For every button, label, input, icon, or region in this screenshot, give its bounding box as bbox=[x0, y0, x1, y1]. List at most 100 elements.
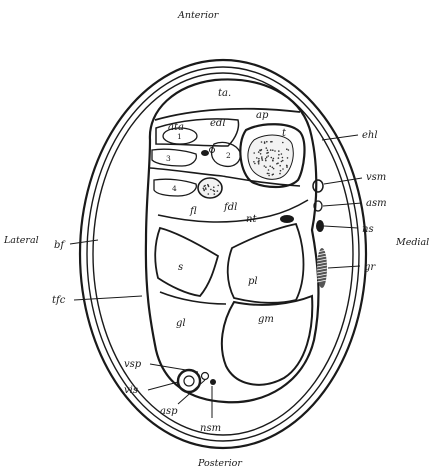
stipple-dot bbox=[259, 149, 261, 151]
stipple-dot bbox=[266, 141, 268, 143]
label-s: s bbox=[178, 262, 183, 273]
anterior-compartment-line bbox=[155, 109, 300, 120]
fibula bbox=[198, 178, 222, 198]
label-ns: ns bbox=[362, 224, 374, 235]
stipple-dot bbox=[278, 157, 280, 159]
leader-asm bbox=[323, 203, 362, 206]
label-nsm: nsm bbox=[200, 423, 221, 434]
label-pl: pl bbox=[248, 276, 258, 287]
leader-ehl bbox=[322, 135, 358, 140]
stipple-dot bbox=[270, 149, 272, 151]
stipple-dot bbox=[253, 161, 255, 163]
label-ta: ta. bbox=[218, 88, 231, 99]
stipple-dot bbox=[265, 160, 267, 162]
label-lateral: Lateral bbox=[3, 235, 39, 246]
label-muscle-3: 3 bbox=[166, 154, 171, 163]
stipple-dot bbox=[210, 189, 212, 191]
label-fl: fl bbox=[189, 206, 197, 217]
stipple-dot bbox=[270, 141, 272, 143]
stipple-dot bbox=[281, 161, 283, 163]
stipple-dot bbox=[280, 170, 282, 172]
stipple-dot bbox=[272, 167, 274, 169]
stipple-dot bbox=[273, 158, 275, 160]
stipple-dot bbox=[266, 156, 268, 158]
great-saphenous-vein bbox=[313, 180, 323, 192]
stipple-dot bbox=[264, 165, 266, 167]
stipple-dot bbox=[258, 163, 260, 165]
plantaris-outline bbox=[228, 224, 304, 303]
leader-ns bbox=[324, 226, 358, 228]
small-saphenous-nerve bbox=[210, 379, 216, 385]
label-gl: gl bbox=[176, 318, 186, 329]
label-asm: asm bbox=[366, 198, 387, 209]
stipple-dot bbox=[271, 157, 273, 159]
stipple-dot bbox=[282, 157, 284, 159]
label-bf: bf bbox=[54, 240, 66, 251]
stipple-dot bbox=[205, 188, 207, 190]
stipple-dot bbox=[273, 168, 275, 170]
label-tfc: tfc bbox=[52, 295, 66, 306]
small-saphenous-vein bbox=[178, 370, 200, 392]
stipple-dot bbox=[253, 152, 255, 154]
label-ehl: ehl bbox=[362, 130, 378, 141]
posterior-tibial-vessel bbox=[280, 215, 294, 223]
stipple-dot bbox=[272, 173, 274, 175]
stipple-dot bbox=[278, 154, 280, 156]
label-ap: ap bbox=[256, 110, 269, 121]
stipple-dot bbox=[207, 184, 209, 186]
stipple-dot bbox=[278, 150, 280, 152]
label-nt: nt bbox=[246, 214, 257, 225]
stipple-dot bbox=[282, 142, 284, 144]
label-gr: gr bbox=[364, 262, 376, 273]
stipple-dot bbox=[203, 188, 205, 190]
stipple-dot bbox=[267, 150, 269, 152]
small-saphenous-artery bbox=[202, 373, 209, 380]
stipple-dot bbox=[272, 149, 274, 151]
label-gm: gm bbox=[258, 314, 274, 325]
stipple-dot bbox=[261, 141, 263, 143]
stipple-dot bbox=[272, 159, 274, 161]
stipple-dot bbox=[261, 156, 263, 158]
stipple-dot bbox=[268, 173, 270, 175]
stipple-dot bbox=[258, 158, 260, 160]
stipple-dot bbox=[286, 166, 288, 168]
label-vsp: vsp bbox=[124, 359, 142, 370]
label-t: t bbox=[282, 128, 287, 139]
stipple-dot bbox=[281, 153, 283, 155]
label-edl: edl bbox=[210, 118, 226, 129]
stipple-dot bbox=[260, 153, 262, 155]
stipple-dot bbox=[214, 193, 216, 195]
label-asp: asp bbox=[160, 406, 178, 417]
stipple-dot bbox=[254, 163, 256, 165]
stipple-dot bbox=[266, 147, 268, 149]
stipple-dot bbox=[262, 159, 264, 161]
label-muscle-1: 1 bbox=[177, 132, 182, 141]
stipple-dot bbox=[266, 152, 268, 154]
label-muscle-2: 2 bbox=[226, 151, 231, 160]
stipple-dot bbox=[208, 193, 210, 195]
stipple-dot bbox=[203, 185, 205, 187]
stipple-dot bbox=[217, 185, 219, 187]
label-muscle-4: 4 bbox=[172, 184, 177, 193]
stipple-dot bbox=[213, 186, 215, 188]
stipple-dot bbox=[261, 158, 263, 160]
label-anterior: Anterior bbox=[177, 10, 220, 21]
stipple-dot bbox=[269, 165, 271, 167]
stipple-dot bbox=[258, 151, 260, 153]
stipple-dot bbox=[288, 149, 290, 151]
stipple-dot bbox=[279, 165, 281, 167]
stipple-dot bbox=[258, 160, 260, 162]
stipple-dot bbox=[214, 190, 216, 192]
soleus-outline bbox=[155, 228, 218, 296]
label-fdl: fdl bbox=[223, 202, 237, 213]
stipple-dot bbox=[282, 168, 284, 170]
stipple-dot bbox=[217, 190, 219, 192]
leader-vis bbox=[148, 382, 178, 390]
leader-vsp bbox=[150, 364, 198, 372]
stipple-dot bbox=[265, 166, 267, 168]
saphenous-nerve bbox=[316, 220, 324, 232]
stipple-dot bbox=[279, 173, 281, 175]
stipple-dot bbox=[274, 150, 276, 152]
stipple-dot bbox=[264, 141, 266, 143]
